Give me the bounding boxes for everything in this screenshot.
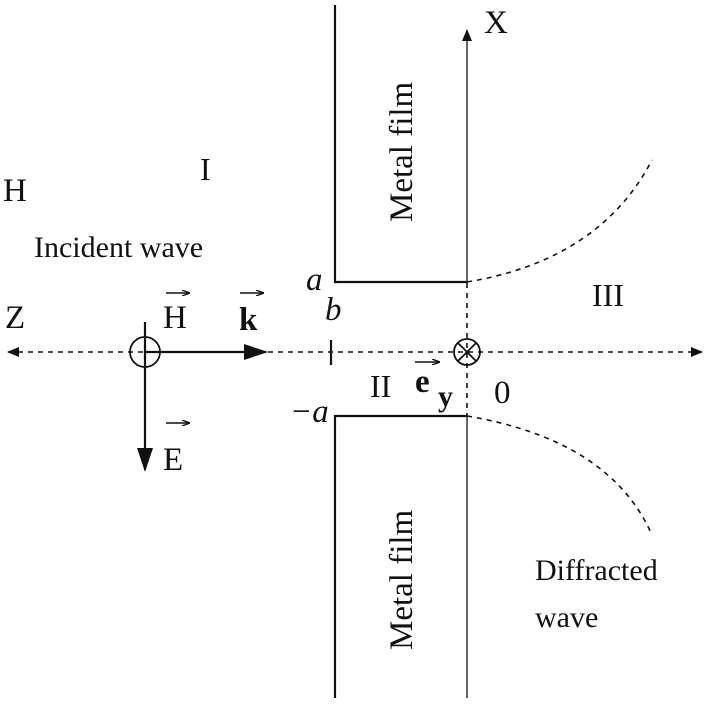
polarization-label: H <box>3 173 27 209</box>
half-width-neg-label: −a <box>290 394 329 430</box>
diffracted-wave-upper-curve <box>466 159 653 283</box>
region-3-label: III <box>592 277 624 313</box>
axis-z-label: Z <box>5 300 25 336</box>
axis-x-label: X <box>484 5 508 41</box>
metal-film-bottom-label: Metal film <box>384 509 420 650</box>
e-vector-label: E <box>163 442 183 478</box>
half-width-pos-label: a <box>306 262 323 298</box>
region-2-label: II <box>370 368 391 404</box>
diffracted-wave-label-line1: Diffracted <box>535 554 658 587</box>
h-vector-label: H <box>163 300 187 336</box>
metal-film-top-outline <box>333 5 467 284</box>
diffracted-wave-lower-curve <box>466 415 653 536</box>
k-vector-label: k <box>239 302 258 338</box>
region-1-label: I <box>200 151 211 187</box>
ey-subscript: y <box>438 380 453 413</box>
ey-vector-label: e <box>415 364 430 400</box>
thickness-label: b <box>325 292 342 328</box>
metal-film-bottom-outline <box>333 414 467 698</box>
origin-label: 0 <box>494 375 511 411</box>
incident-wave-label: Incident wave <box>34 231 203 264</box>
ey-into-page-symbol <box>453 338 481 366</box>
diffracted-wave-label-line2: wave <box>535 601 598 634</box>
metal-film-top-label: Metal film <box>384 81 420 222</box>
